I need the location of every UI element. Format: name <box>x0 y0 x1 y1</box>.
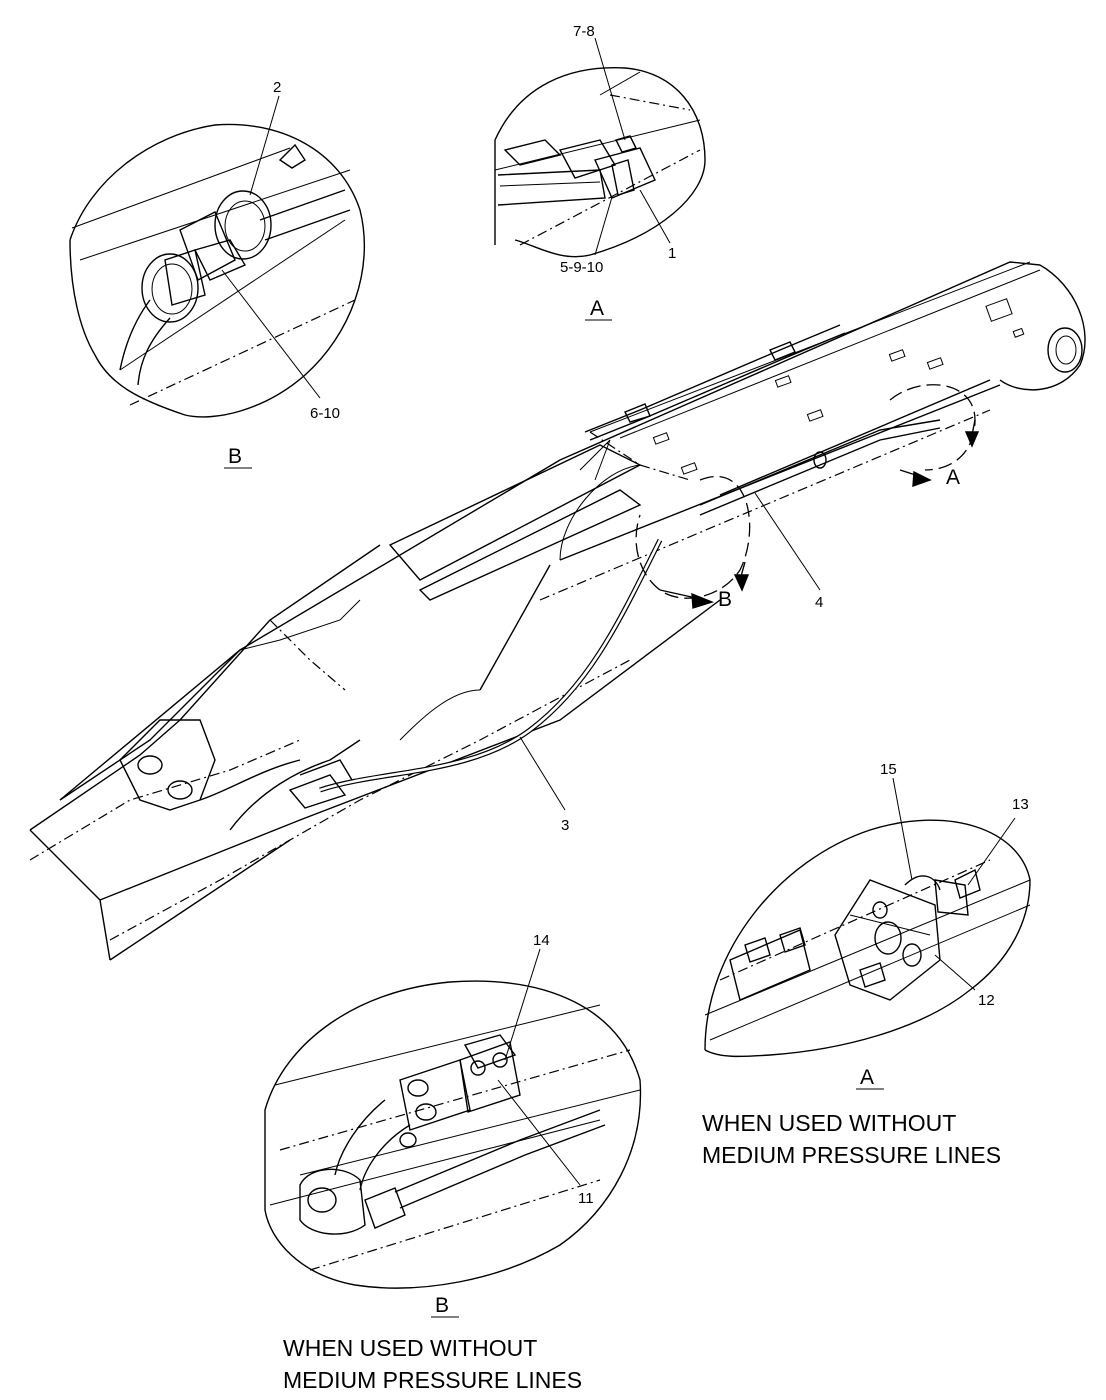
hose-line-4 <box>699 419 941 516</box>
callout-7-8: 7-8 <box>573 23 595 40</box>
note-right-line-2: MEDIUM PRESSURE LINES <box>702 1142 1001 1168</box>
hose-line-3 <box>288 538 663 809</box>
boom-assembly <box>29 261 1086 961</box>
view-label-lower-a: A <box>860 1066 874 1089</box>
callout-11: 11 <box>578 1190 594 1207</box>
note-left-line-2: MEDIUM PRESSURE LINES <box>283 1367 582 1393</box>
detail-view-a-alt <box>704 819 1031 1058</box>
callout-14: 14 <box>533 932 550 949</box>
detail-circle-a <box>889 384 976 471</box>
callout-1: 1 <box>668 245 676 262</box>
view-label-main-b: B <box>718 588 732 611</box>
detail-circle-b <box>635 475 751 599</box>
callout-5-9-10: 5-9-10 <box>560 259 603 276</box>
note-left-line-1: WHEN USED WITHOUT <box>283 1335 537 1361</box>
callout-12: 12 <box>978 992 995 1009</box>
callout-2: 2 <box>273 79 281 96</box>
callout-4: 4 <box>815 594 823 611</box>
callout-15: 15 <box>880 761 897 778</box>
note-right-line-1: WHEN USED WITHOUT <box>702 1110 956 1136</box>
callout-13: 13 <box>1012 796 1029 813</box>
callout-3: 3 <box>561 817 569 834</box>
view-label-top-a: A <box>590 297 604 320</box>
callout-6-10: 6-10 <box>310 405 340 422</box>
view-label-top-b: B <box>228 445 242 468</box>
view-label-main-a: A <box>946 466 960 489</box>
detail-view-b-top <box>69 123 366 418</box>
view-label-lower-b: B <box>435 1294 449 1317</box>
detail-view-b-alt <box>264 980 642 1289</box>
detail-view-a-top <box>494 67 706 258</box>
